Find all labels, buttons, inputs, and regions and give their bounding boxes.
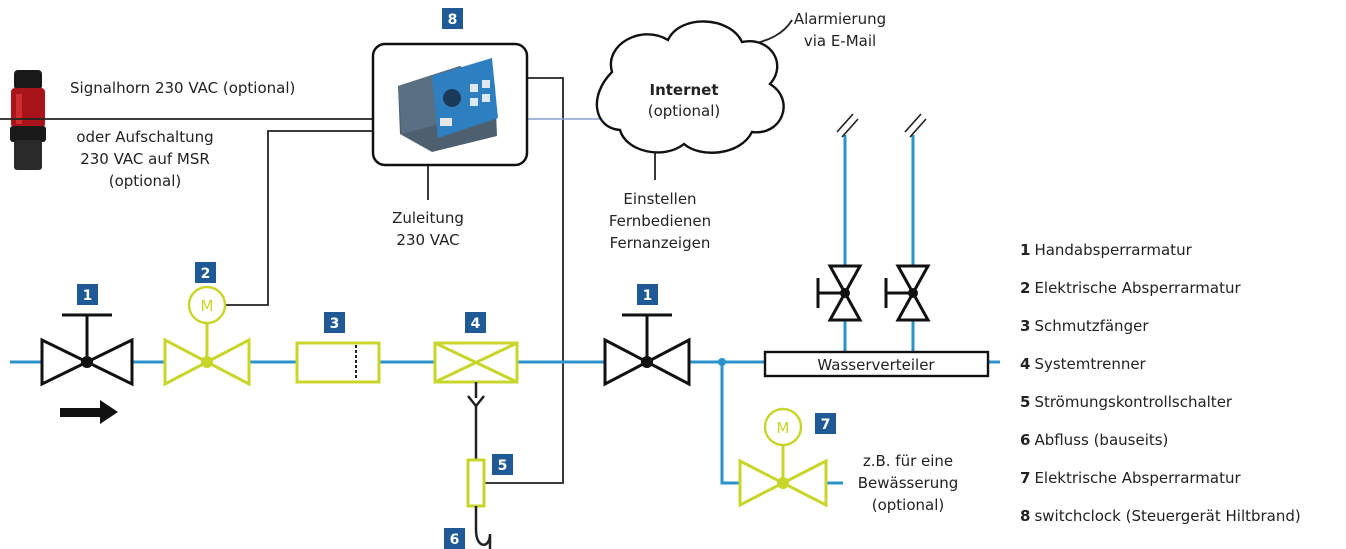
flow-switch-5 xyxy=(466,458,486,508)
svg-text:M: M xyxy=(777,419,790,437)
svg-text:8: 8 xyxy=(448,12,458,28)
irrigation-line-3: (optional) xyxy=(872,496,945,514)
valve-motor-wire xyxy=(226,130,373,306)
svg-text:5: 5 xyxy=(498,458,508,474)
internet-title: Internet xyxy=(649,81,718,99)
svg-text:4: 4 xyxy=(471,316,481,332)
aufschaltung-line-1: oder Aufschaltung xyxy=(76,128,213,146)
badge-6: 6 xyxy=(444,528,465,549)
distributor-valve-2 xyxy=(884,264,931,322)
badge-5: 5 xyxy=(492,454,513,475)
switchclock-device-icon xyxy=(398,58,498,152)
flow-switch-wire xyxy=(484,77,564,484)
branch-pipe xyxy=(720,362,740,485)
water-distributor xyxy=(763,350,990,378)
alarm-line-1: Alarmierung xyxy=(794,10,886,28)
remote-line-1: Einstellen xyxy=(623,190,696,208)
svg-text:1: 1 xyxy=(83,288,93,304)
motor-icon-7 xyxy=(763,407,803,447)
motor-icon xyxy=(187,285,227,325)
backflow-preventer-4 xyxy=(433,341,519,384)
svg-text:1: 1 xyxy=(643,288,653,304)
signal-horn-label: Signalhorn 230 VAC (optional) xyxy=(70,79,295,97)
aufschaltung-line-2: 230 VAC auf MSR xyxy=(80,150,210,168)
remote-line-2: Fernbedienen xyxy=(609,212,711,230)
electric-valve-7: M xyxy=(738,407,828,508)
distributor-valve-1 xyxy=(816,264,863,322)
alarm-line-2: via E-Mail xyxy=(804,32,876,50)
zuleitung-line-1: Zuleitung xyxy=(392,209,464,227)
riser-2-break-b xyxy=(909,118,927,138)
zuleitung-line-2: 230 VAC xyxy=(396,231,459,249)
badge-3: 3 xyxy=(324,312,345,333)
badge-7: 7 xyxy=(815,413,836,434)
internet-cloud-icon xyxy=(595,20,785,154)
badge-4: 4 xyxy=(465,312,486,333)
manual-valve-1b xyxy=(603,313,691,387)
svg-text:2: 2 xyxy=(201,266,211,282)
electric-valve-2: M xyxy=(163,285,251,387)
remote-line-3: Fernanzeigen xyxy=(610,234,711,252)
drain-outlet-icon xyxy=(474,506,492,549)
badge-1b: 1 xyxy=(637,284,658,305)
internet-subtitle: (optional) xyxy=(648,102,721,120)
badge-1a: 1 xyxy=(77,284,98,305)
svg-text:6: 6 xyxy=(450,532,460,548)
branch-junction xyxy=(718,358,726,366)
signal-horn-icon xyxy=(10,70,46,170)
manual-valve-1a xyxy=(40,313,134,387)
strainer-3 xyxy=(295,341,381,384)
riser-2-break xyxy=(904,113,922,133)
riser-1-break xyxy=(836,113,854,133)
svg-text:3: 3 xyxy=(330,316,340,332)
water-distributor-label: Wasserverteiler xyxy=(817,356,935,374)
svg-text:M: M xyxy=(201,297,214,315)
irrigation-line-1: z.B. für eine xyxy=(863,452,953,470)
flow-direction-arrow-icon xyxy=(60,400,118,424)
badge-8: 8 xyxy=(442,8,463,29)
aufschaltung-line-3: (optional) xyxy=(109,172,182,190)
irrigation-line-2: Bewässerung xyxy=(858,474,959,492)
badge-2: 2 xyxy=(195,262,216,283)
riser-1-break-b xyxy=(841,118,859,138)
svg-text:7: 7 xyxy=(821,417,831,433)
